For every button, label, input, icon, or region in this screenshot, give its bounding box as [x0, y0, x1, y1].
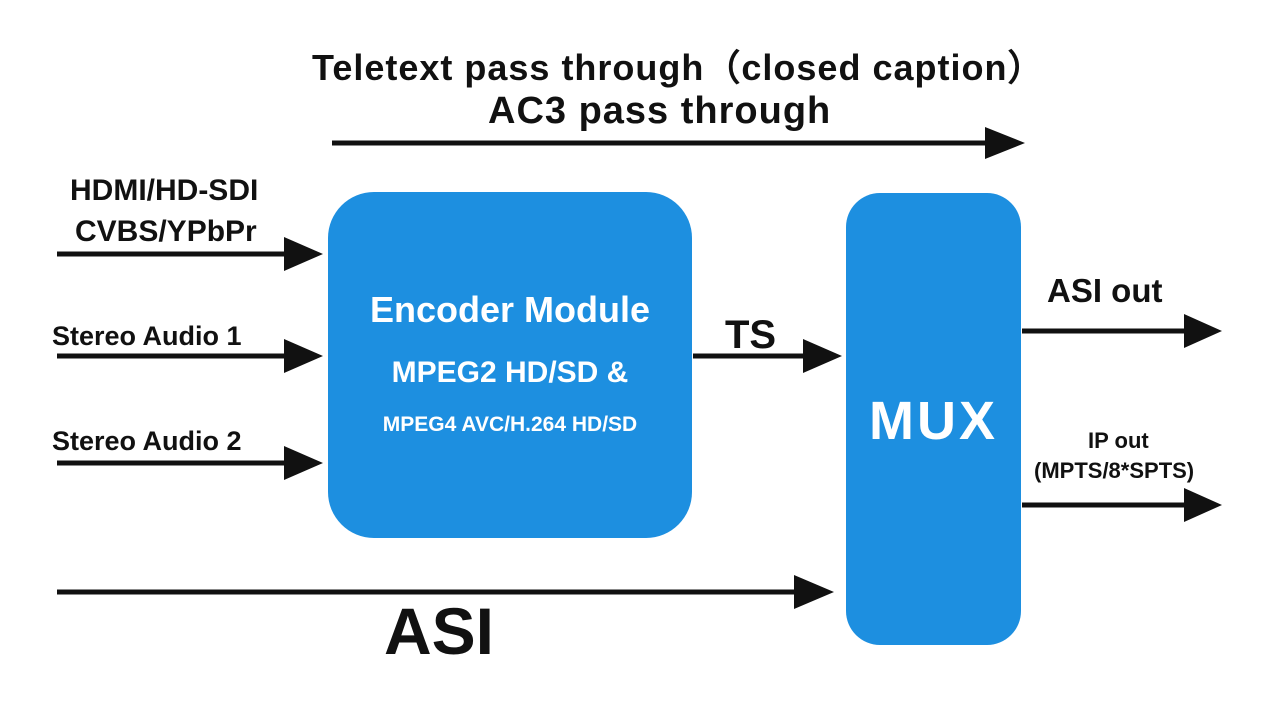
audio1-label: Stereo Audio 1 — [52, 321, 242, 351]
asi-input-arrow — [57, 575, 834, 609]
ip-out-format-label: (MPTS/8*SPTS) — [1034, 458, 1195, 483]
encoder-line3: MPEG4 AVC/H.264 HD/SD — [382, 413, 638, 436]
ip-out-label: IP out — [1088, 428, 1149, 453]
ip-out-arrow — [1022, 488, 1222, 522]
video-input-label-2: CVBS/YPbPr — [75, 215, 257, 248]
teletext-label: Teletext pass through（closed caption） — [312, 47, 1045, 88]
asi-out-arrow — [1022, 314, 1222, 348]
ts-label: TS — [725, 313, 777, 357]
ac3-label: AC3 pass through — [488, 90, 832, 132]
encoder-module-block: Encoder Module MPEG2 HD/SD & MPEG4 AVC/H… — [328, 192, 692, 538]
audio2-input-arrow — [57, 446, 323, 480]
mux-label: MUX — [869, 391, 998, 451]
asi-input-label: ASI — [384, 594, 495, 668]
asi-out-label: ASI out — [1047, 272, 1163, 309]
audio2-label: Stereo Audio 2 — [52, 426, 242, 456]
encoder-title: Encoder Module — [369, 289, 651, 330]
video-input-label-1: HDMI/HD-SDI — [70, 174, 259, 207]
pass-through-arrow — [332, 127, 1025, 159]
audio1-input-arrow — [57, 339, 323, 373]
encoder-line2: MPEG2 HD/SD & — [391, 356, 629, 389]
video-input-arrow — [57, 237, 323, 271]
ts-arrow — [693, 339, 842, 373]
mux-block: MUX — [846, 193, 1021, 645]
